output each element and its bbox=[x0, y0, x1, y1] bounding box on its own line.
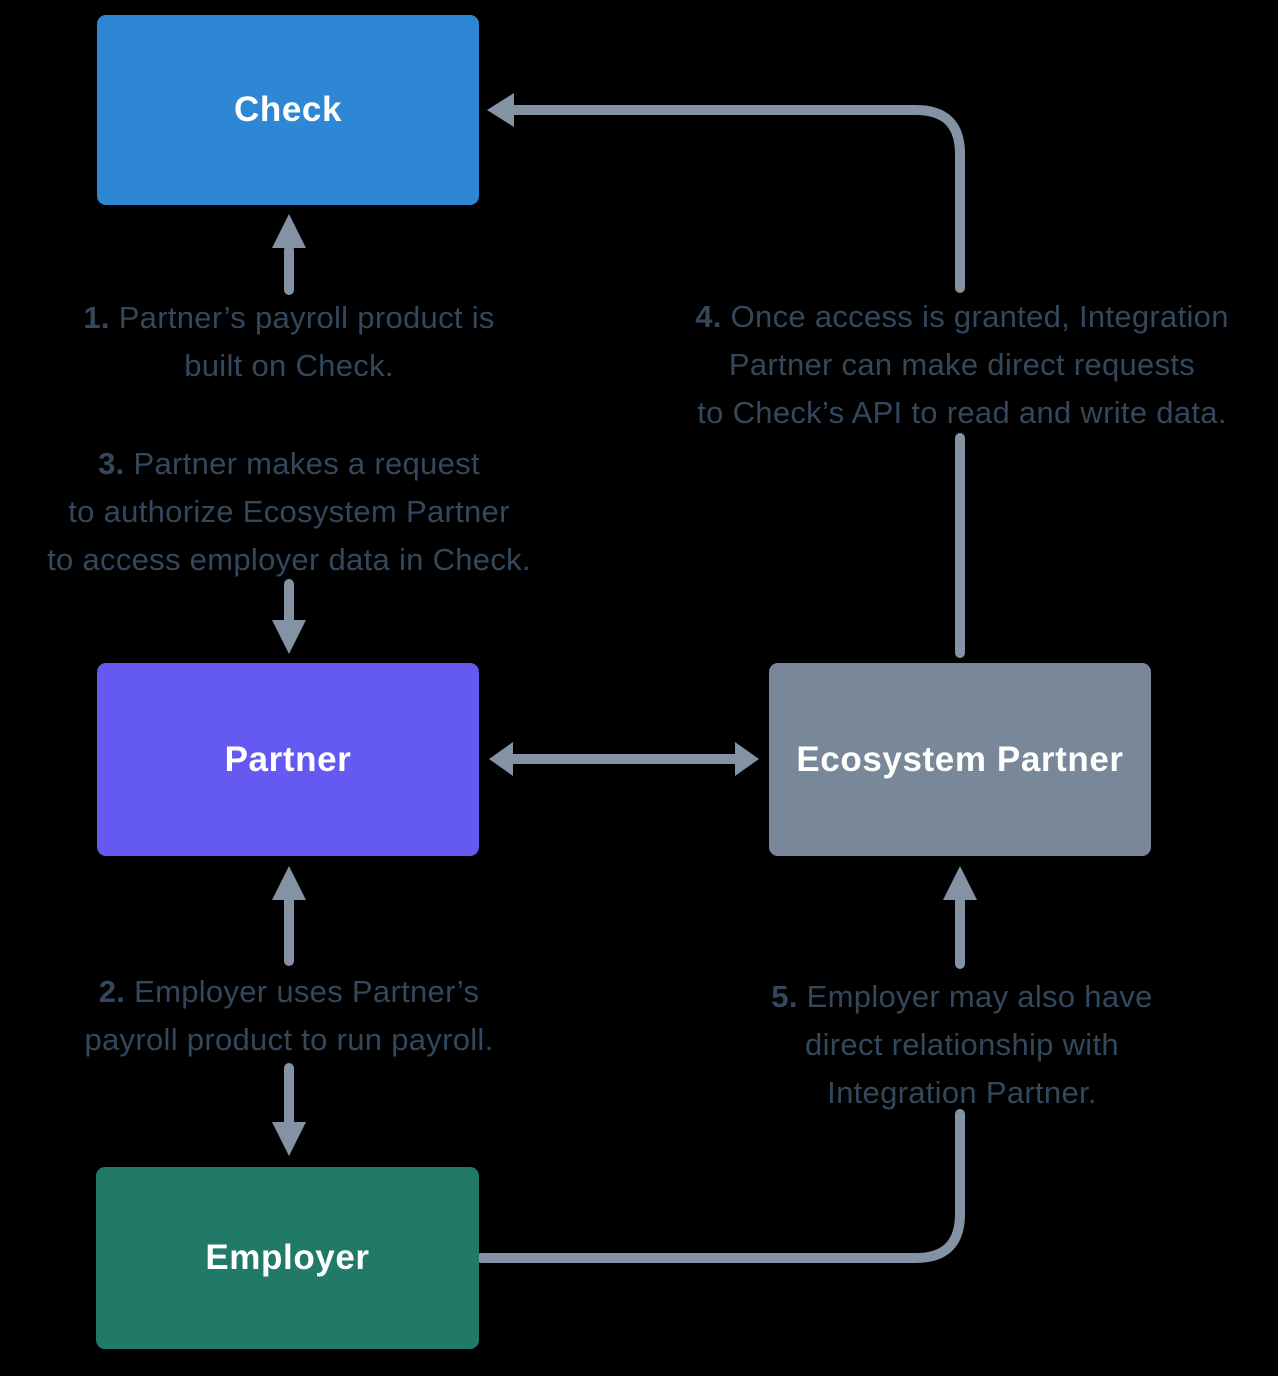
arrowhead-right-into-ecosystem bbox=[735, 742, 759, 776]
note-step4-line2: Partner can make direct requests bbox=[728, 347, 1196, 382]
note-step5-line2: direct relationship with bbox=[805, 1027, 1119, 1062]
node-ecosystem-partner-label: Ecosystem Partner bbox=[796, 739, 1124, 779]
arrow-ecosystem-to-check-upper-shaft bbox=[509, 105, 965, 293]
note-step1: 1. Partner’s payroll product is built on… bbox=[39, 294, 539, 390]
note-step4: 4. Once access is granted, Integration P… bbox=[662, 293, 1262, 437]
node-partner-label: Partner bbox=[224, 739, 352, 779]
note-step5: 5. Employer may also have direct relatio… bbox=[712, 973, 1212, 1117]
arrowhead-up-into-partner-bottom bbox=[272, 866, 306, 900]
note-step3: 3. Partner makes a request to authorize … bbox=[15, 440, 563, 584]
arrowhead-up-into-ecosystem-bottom bbox=[943, 866, 977, 900]
note-step4-line1: 4. Once access is granted, Integration bbox=[695, 299, 1229, 334]
arrowhead-down-into-partner bbox=[272, 620, 306, 654]
node-check-label: Check bbox=[233, 90, 343, 129]
note-step1-line2: built on Check. bbox=[184, 348, 394, 383]
node-partner: Partner bbox=[97, 663, 479, 856]
note-step4-line3: to Check’s API to read and write data. bbox=[697, 395, 1227, 430]
node-employer-label: Employer bbox=[205, 1238, 370, 1277]
node-employer: Employer bbox=[96, 1167, 479, 1349]
arrowhead-left-into-partner bbox=[489, 742, 513, 776]
note-step2-line2: payroll product to run payroll. bbox=[84, 1022, 494, 1057]
arrowhead-up-into-check bbox=[272, 214, 306, 248]
note-step3-line2: to authorize Ecosystem Partner bbox=[68, 494, 510, 529]
arrow-employer-to-ecosystem-lower-shaft bbox=[476, 1109, 965, 1263]
connector-shafts bbox=[284, 105, 965, 1263]
node-check: Check bbox=[97, 15, 479, 205]
connector-arrowheads bbox=[272, 93, 977, 1156]
arrowhead-down-into-employer bbox=[272, 1122, 306, 1156]
note-step5-line1: 5. Employer may also have bbox=[771, 979, 1153, 1014]
note-step2: 2. Employer uses Partner’s payroll produ… bbox=[39, 968, 539, 1064]
note-step2-line1: 2. Employer uses Partner’s bbox=[98, 974, 480, 1009]
node-ecosystem-partner: Ecosystem Partner bbox=[769, 663, 1151, 856]
note-step5-line3: Integration Partner. bbox=[827, 1075, 1097, 1110]
note-step1-line1: 1. Partner’s payroll product is bbox=[83, 300, 495, 335]
note-step3-line1: 3. Partner makes a request bbox=[98, 446, 480, 481]
note-step3-line3: to access employer data in Check. bbox=[47, 542, 531, 577]
arrowhead-left-into-check-side bbox=[487, 93, 514, 127]
